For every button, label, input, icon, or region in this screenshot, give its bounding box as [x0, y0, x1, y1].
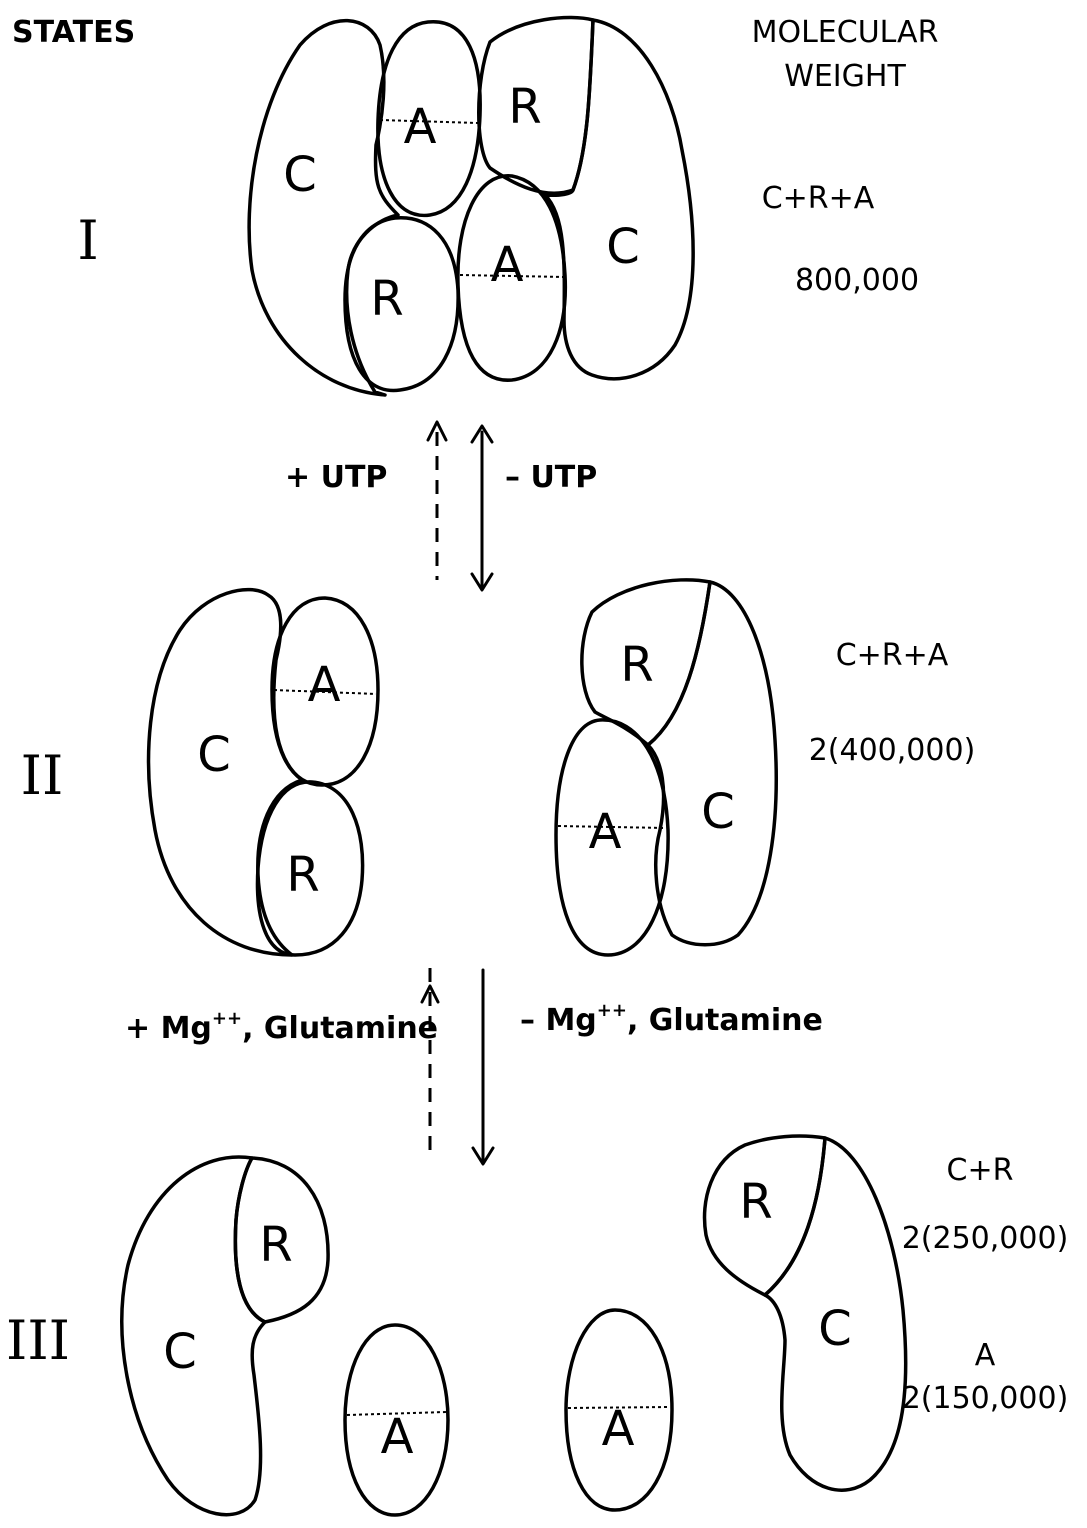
state-I-complex: C A R C R A [247, 15, 695, 397]
subunit-label-a: A [404, 99, 437, 155]
transition-label-plus-mg-glutamine: + Mg++, Glutamine [125, 1008, 438, 1046]
state-I-weight: 800,000 [795, 263, 919, 298]
assembly-subunit [564, 1308, 674, 1512]
assembly-division-line [557, 825, 667, 829]
assembly-division-line [567, 1406, 671, 1409]
molecular-weight-heading-line2: WEIGHT [784, 59, 906, 94]
assembly-division-line [379, 119, 479, 124]
states-heading: STATES [12, 15, 135, 50]
transition-label-minus-mg-glutamine: – Mg++, Glutamine [520, 1000, 823, 1038]
assembly-subunit-top [376, 20, 482, 218]
subunit-label-r: R [508, 79, 541, 135]
state-III-assembly-left: A [343, 1323, 450, 1517]
arrowhead-up-icon [470, 424, 494, 444]
state-III-a-composition: A [975, 1338, 996, 1373]
transition-label-minus-utp: – UTP [505, 460, 597, 495]
state-III-cr-weight: 2(250,000) [902, 1221, 1069, 1256]
arrowhead-down-icon [470, 572, 494, 592]
subunit-label-c: C [818, 1301, 852, 1357]
transition-label-plus-utp: + UTP [285, 460, 387, 495]
state-III-cr-composition: C+R [947, 1153, 1014, 1188]
catalytic-subunit [146, 587, 304, 957]
molecular-weight-heading-line1: MOLECULAR [752, 15, 939, 50]
state-III-cr-left: C R [120, 1155, 330, 1517]
subunit-label-r: R [370, 271, 403, 327]
transition-mg-glutamine-arrows [420, 968, 495, 1166]
subunit-label-r: R [286, 847, 319, 903]
state-III-a-weight: 2(150,000) [902, 1381, 1069, 1416]
subunit-label-r: R [620, 637, 653, 693]
subunit-label-a: A [491, 237, 524, 293]
state-III-assembly-right: A [564, 1308, 674, 1512]
catalytic-subunit [646, 580, 778, 947]
assembly-division-line [273, 689, 377, 695]
assembly-division-line [346, 1411, 447, 1416]
subunit-label-r: R [259, 1217, 292, 1273]
regulatory-subunit [233, 1156, 330, 1324]
subunit-label-a: A [308, 657, 341, 713]
subunit-label-a: A [381, 1409, 414, 1465]
state-numeral-III: III [6, 1309, 70, 1372]
assembly-subunit [554, 718, 670, 957]
arrowhead-up-icon [420, 984, 440, 1004]
subunit-label-c: C [197, 727, 231, 783]
state-II-composition: C+R+A [836, 638, 949, 673]
regulatory-subunit-bottom [343, 216, 460, 393]
catalytic-subunit [763, 1136, 908, 1492]
catalytic-subunit-right [543, 18, 695, 381]
arrowhead-up-icon [426, 420, 448, 442]
state-numeral-I: I [77, 209, 98, 272]
state-II-dimer-left: C A R [146, 587, 380, 957]
subunit-label-a: A [602, 1401, 635, 1457]
subunit-label-c: C [283, 147, 317, 203]
transition-utp-arrows [426, 420, 494, 592]
assembly-subunit [343, 1323, 450, 1517]
state-numeral-II: II [21, 744, 64, 807]
subunit-label-c: C [606, 219, 640, 275]
arrowhead-down-icon [471, 1146, 495, 1166]
subunit-label-a: A [589, 804, 622, 860]
regulatory-subunit [255, 780, 365, 957]
state-III-cr-right: R C [702, 1134, 908, 1492]
state-I-composition: C+R+A [762, 181, 875, 216]
subunit-label-c: C [163, 1324, 197, 1380]
subunit-label-r: R [739, 1174, 772, 1230]
subunit-label-c: C [701, 784, 735, 840]
catalytic-subunit-left [247, 18, 400, 397]
state-II-weight: 2(400,000) [809, 733, 976, 768]
state-II-dimer-right: R C A [554, 578, 778, 957]
assembly-subunit-bottom [456, 174, 568, 382]
